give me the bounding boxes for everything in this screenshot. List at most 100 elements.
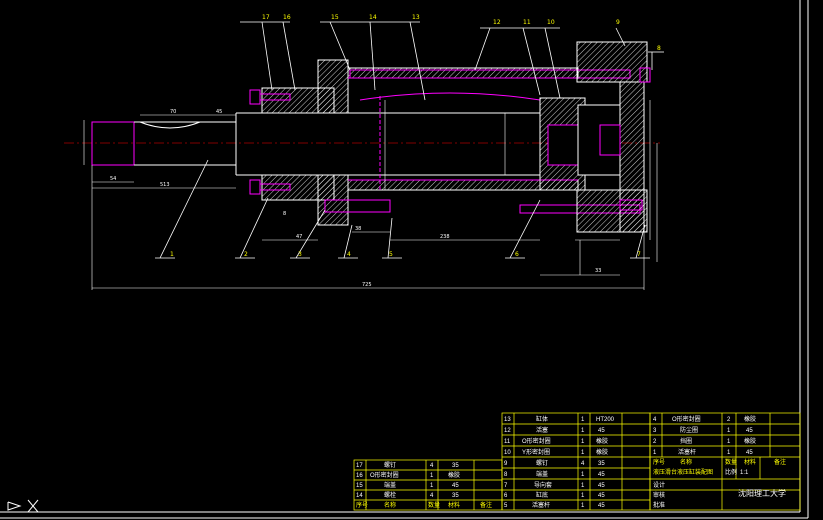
row-qty: 1 [727, 439, 731, 445]
row-qty: 1 [581, 503, 585, 509]
row-name: 活塞 [536, 426, 548, 434]
balloon-label: 13 [412, 14, 420, 21]
dimension-text: 33 [595, 268, 601, 274]
header-cell: 数量 [428, 501, 440, 509]
dimension-text: 70 [170, 109, 176, 115]
rear-bolts [619, 67, 651, 211]
row-qty: 1 [727, 428, 731, 434]
balloon-label: 9 [616, 19, 620, 26]
dimension-text: 238 [440, 234, 450, 240]
row-name: 螺钉 [384, 461, 396, 469]
row-mat: 45 [598, 428, 605, 434]
row-qty: 4 [581, 461, 585, 467]
header-cell: 备注 [774, 458, 786, 466]
row-mat: 35 [452, 463, 459, 469]
drawing-title: 液压滑台液压缸装配图 [653, 468, 713, 476]
dimension-text: 8 [283, 211, 286, 217]
row-mat: 橡胶 [744, 415, 756, 423]
row-name: O形密封圈 [672, 415, 701, 423]
balloon-label: 7 [637, 251, 641, 258]
header-cell: 材料 [448, 501, 460, 509]
row-mat: 35 [452, 493, 459, 499]
dimension-text: 513 [160, 182, 170, 188]
row-mat: 45 [452, 483, 459, 489]
row-qty: 1 [430, 473, 434, 479]
front-bolts [249, 89, 291, 195]
header-cell: 材料 [744, 458, 756, 466]
row-no: 2 [653, 439, 657, 445]
leader-lines-bottom [155, 159, 650, 259]
header-cell: 序号 [653, 458, 665, 466]
row-qty: 1 [727, 450, 731, 456]
balloon-label: 1 [170, 251, 174, 258]
row-no: 15 [356, 483, 363, 489]
dimension-text: 45 [216, 109, 222, 115]
row-name: 导向套 [534, 481, 552, 489]
header-cell: 名称 [384, 501, 396, 509]
row-name: 端盖 [536, 470, 548, 478]
row-no: 1 [653, 450, 657, 456]
parts-list-left: 17 螺钉 4 35 16 O形密封圈 1 橡胶 15 端盖 1 45 14 螺… [356, 461, 492, 509]
row-no: 3 [653, 428, 657, 434]
balloon-label: 3 [298, 251, 302, 258]
row-qty: 4 [430, 493, 434, 499]
row-qty: 1 [581, 450, 585, 456]
row-qty: 1 [581, 472, 585, 478]
row-name: 螺钉 [536, 459, 548, 467]
balloon-label: 15 [331, 14, 339, 21]
rear-end-cap [576, 41, 648, 233]
parts-list-middle: 13 缸体 1 HT200 12 活塞 1 45 11 O形密封圈 1 橡胶 1… [504, 415, 615, 509]
row-mat: 橡胶 [596, 437, 608, 445]
row-no: 9 [504, 461, 508, 467]
row-name: Y形密封圈 [522, 448, 550, 456]
row-no: 5 [504, 503, 508, 509]
scale-value: 1:1 [740, 470, 749, 476]
header-cell: 数量 [725, 458, 737, 466]
row-mat: 45 [746, 428, 753, 434]
row-name: 端盖 [384, 481, 396, 489]
row-mat: 45 [598, 472, 605, 478]
row-name: 螺栓 [384, 491, 396, 499]
row-mat: 45 [598, 483, 605, 489]
balloon-label: 14 [369, 14, 377, 21]
leader-lines-top [240, 21, 664, 101]
row-mat: 45 [598, 493, 605, 499]
row-mat: 橡胶 [744, 437, 756, 445]
balloon-label: 6 [515, 251, 519, 258]
row-mat: 橡胶 [596, 448, 608, 456]
scale-label: 比例 [725, 468, 737, 476]
row-name: 活塞杆 [678, 448, 696, 456]
dimension-texts: 70 45 54 513 238 725 8 47 33 38 [110, 109, 601, 288]
balloon-label: 12 [493, 19, 501, 26]
balloon-label: 2 [244, 251, 248, 258]
row-no: 17 [356, 463, 363, 469]
role-label: 审核 [653, 491, 665, 499]
row-no: 14 [356, 493, 363, 499]
row-qty: 1 [581, 439, 585, 445]
dimension-text: 54 [110, 176, 116, 182]
row-qty: 1 [581, 417, 585, 423]
row-qty: 1 [581, 483, 585, 489]
parts-list-right: 4 O形密封圈 2 橡胶 3 防尘圈 1 45 2 挡圈 1 橡胶 1 活塞杆 … [653, 415, 786, 509]
row-mat: 橡胶 [448, 471, 460, 479]
row-qty: 1 [581, 428, 585, 434]
balloon-label: 4 [347, 251, 351, 258]
balloon-label: 5 [389, 251, 393, 258]
row-mat: HT200 [596, 417, 615, 423]
balloon-label: 8 [657, 45, 661, 52]
row-name: O形密封圈 [370, 471, 399, 479]
row-no: 7 [504, 483, 508, 489]
balloon-labels-top: 17 16 15 14 13 12 11 10 9 8 [262, 14, 661, 52]
row-no: 12 [504, 428, 511, 434]
role-label: 设计 [653, 481, 665, 489]
row-qty: 1 [581, 493, 585, 499]
row-no: 13 [504, 417, 511, 423]
row-qty: 4 [430, 463, 434, 469]
row-mat: 45 [746, 450, 753, 456]
row-name: 防尘圈 [680, 426, 698, 434]
row-name: O形密封圈 [522, 437, 551, 445]
row-no: 8 [504, 472, 508, 478]
row-name: 挡圈 [680, 437, 692, 445]
dimension-text: 38 [355, 226, 361, 232]
row-no: 11 [504, 439, 511, 445]
